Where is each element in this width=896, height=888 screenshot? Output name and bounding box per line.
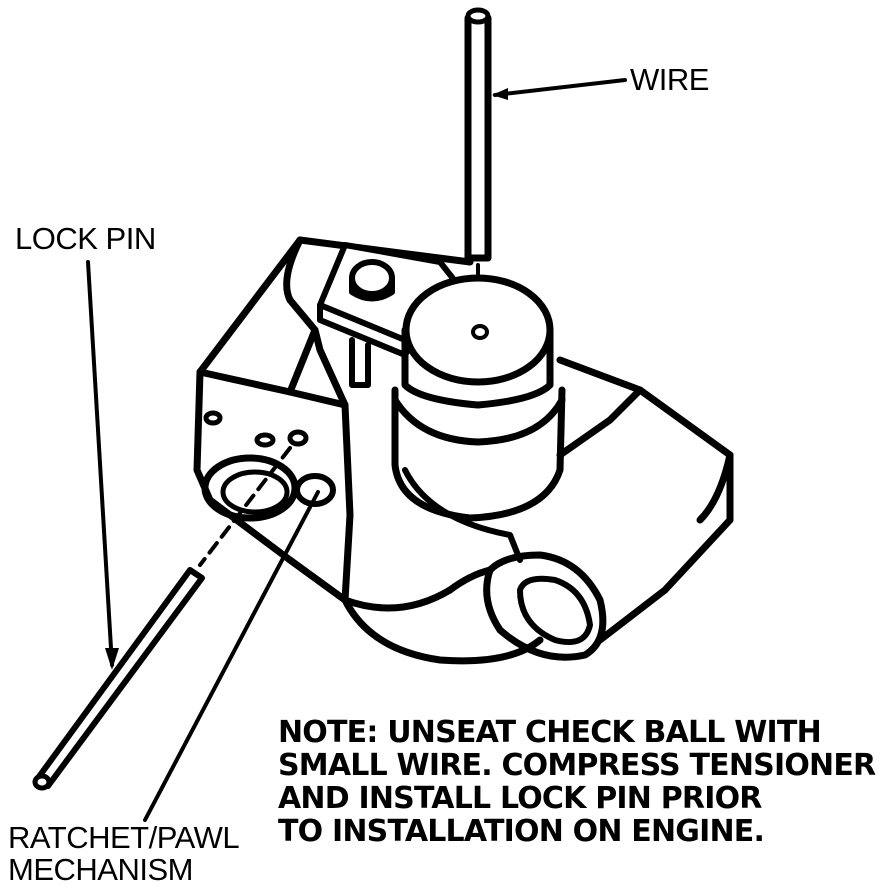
- note-line-4: TO INSTALLATION ON ENGINE.: [278, 814, 765, 849]
- wire-label: WIRE: [630, 62, 709, 97]
- ratchet-pawl-label-line2: MECHANISM: [8, 852, 193, 887]
- note-line-3: AND INSTALL LOCK PIN PRIOR: [278, 781, 762, 816]
- lock-pin-arrowhead: [105, 648, 119, 670]
- plunger-housing: [391, 274, 566, 563]
- note-line-2: SMALL WIRE. COMPRESS TENSIONER: [278, 748, 876, 783]
- note-line-1: NOTE: UNSEAT CHECK BALL WITH: [278, 715, 822, 750]
- ratchet-pawl-label-line1: RATCHET/PAWL: [8, 820, 240, 855]
- wire-leader-line: [493, 78, 627, 97]
- installation-note: NOTE: UNSEAT CHECK BALL WITH SMALL WIRE.…: [278, 715, 876, 849]
- tensioner-body: [193, 236, 734, 665]
- ratchet-leader-line: [143, 490, 320, 822]
- wire-arrowhead: [492, 88, 508, 100]
- front-face-holes: [201, 410, 336, 522]
- lock-pin-leader-line: [86, 260, 114, 667]
- wire-rod: [464, 7, 492, 320]
- lock-pin-label: LOCK PIN: [15, 221, 156, 256]
- lock-pin: [32, 446, 292, 791]
